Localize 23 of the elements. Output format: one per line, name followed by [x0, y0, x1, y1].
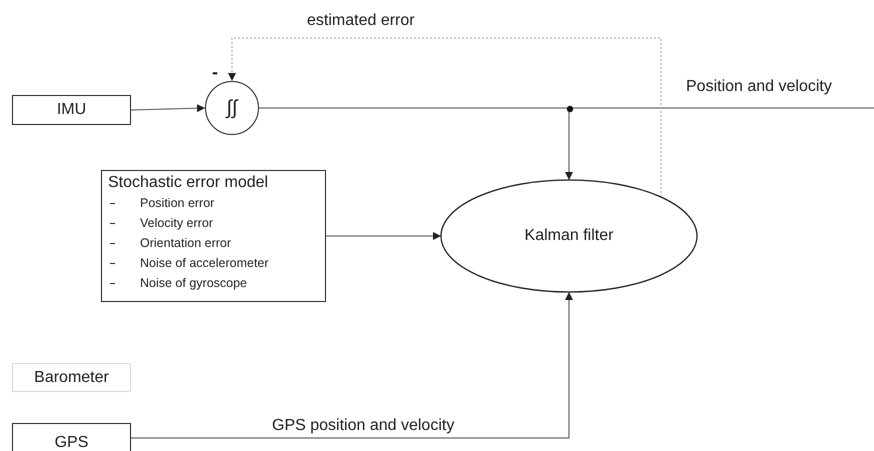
list-item: Position error	[140, 195, 214, 212]
sensor-box	[12, 363, 131, 392]
arrow	[130, 104, 206, 112]
arrow	[130, 292, 573, 438]
process-box	[12, 95, 131, 125]
process-box	[12, 423, 131, 451]
minus-sign: -	[212, 63, 218, 81]
node-label: Kalman filter	[524, 227, 614, 245]
list-item: Noise of gyroscope	[140, 275, 248, 292]
dashed-arrow	[228, 38, 662, 198]
node-label: GPS	[54, 434, 88, 451]
model-box	[101, 170, 326, 302]
edge-label: GPS position and velocity	[270, 417, 456, 435]
edge-label: Position and velocity	[684, 78, 834, 96]
integrator-circle	[205, 81, 259, 135]
model-heading: Stochastic error model	[108, 173, 270, 193]
list-item: Noise of accelerometer	[140, 255, 269, 272]
list-item: Orientation error	[140, 235, 232, 252]
node-label: Barometer	[34, 368, 109, 386]
integral-symbol: ∫∫	[226, 96, 238, 120]
arrow	[326, 232, 442, 240]
list-item: Velocity error	[140, 215, 213, 232]
node-label: IMU	[56, 101, 86, 119]
